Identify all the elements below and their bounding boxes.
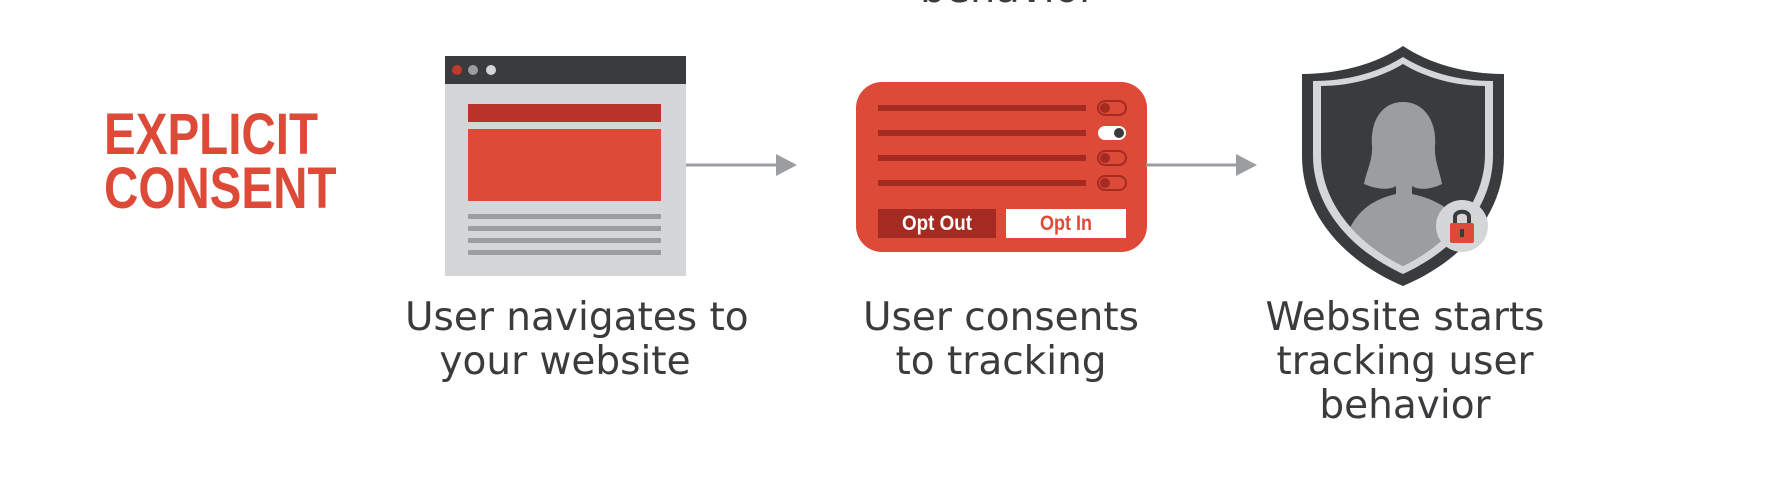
browser-window-icon bbox=[445, 56, 686, 276]
caption-line: User consents bbox=[863, 295, 1139, 340]
explicit-consent-title: EXPLICIT CONSENT bbox=[104, 102, 337, 221]
opt-in-button bbox=[1006, 209, 1126, 238]
caption-line: tracking user bbox=[1276, 339, 1534, 384]
caption-line: to tracking bbox=[895, 339, 1107, 384]
toggle-off-icon bbox=[1097, 100, 1127, 116]
step-3-caption: Website starts tracking user behavior bbox=[1255, 296, 1555, 428]
toggle-off-icon bbox=[1097, 175, 1127, 191]
shield-user-icon bbox=[1302, 46, 1504, 286]
toggle-on-icon bbox=[1098, 126, 1126, 140]
lock-icon bbox=[1436, 200, 1488, 252]
window-maximize-dot bbox=[486, 65, 496, 75]
caption-line: behavior bbox=[1319, 383, 1491, 428]
consent-panel-icon: Opt Out Opt In bbox=[856, 82, 1147, 252]
partial-cut-off-text: behavior bbox=[920, 0, 1096, 12]
opt-out-label: Opt Out bbox=[902, 212, 972, 235]
window-minimize-dot bbox=[468, 65, 478, 75]
opt-in-label: Opt In bbox=[1040, 212, 1092, 235]
title-line-2: CONSENT bbox=[104, 156, 337, 221]
arrow-right-icon bbox=[1146, 154, 1257, 176]
arrow-right-icon bbox=[686, 154, 797, 176]
caption-line: User navigates to bbox=[405, 295, 749, 340]
caption-line: Website starts bbox=[1265, 295, 1545, 340]
window-close-dot bbox=[452, 65, 462, 75]
step-2-caption: User consents to tracking bbox=[851, 296, 1151, 384]
toggle-off-icon bbox=[1097, 150, 1127, 166]
step-1-caption: User navigates to your website bbox=[405, 295, 749, 384]
caption-line: your website bbox=[439, 339, 691, 384]
title-line-1: EXPLICIT bbox=[104, 102, 319, 167]
opt-out-button bbox=[878, 209, 996, 238]
user-silhouette-icon bbox=[1344, 102, 1470, 266]
